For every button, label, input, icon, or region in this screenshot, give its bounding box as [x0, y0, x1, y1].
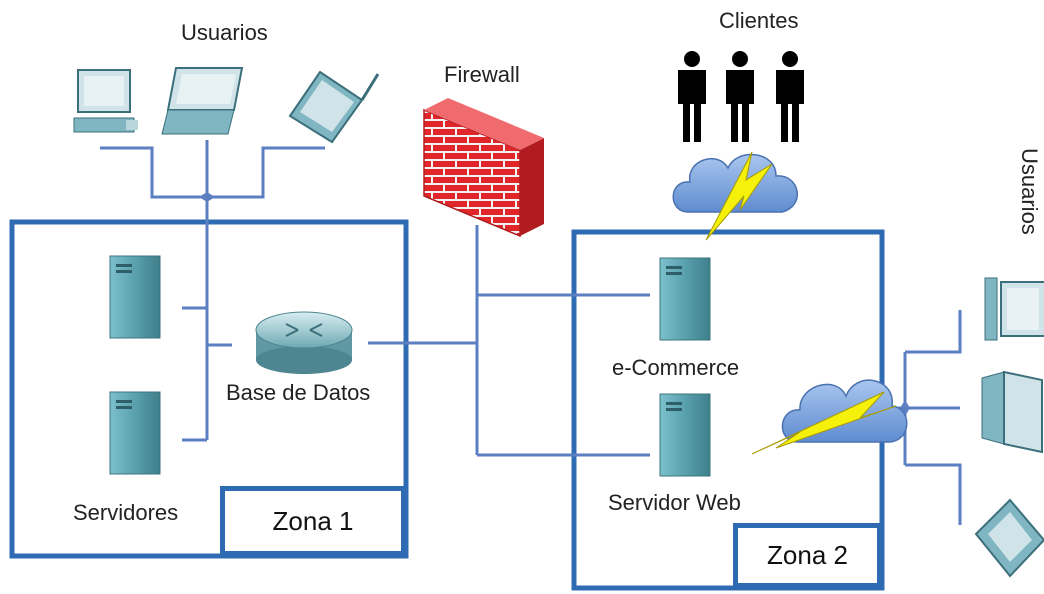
server-tower-icon [109, 255, 161, 339]
server-tower-icon [109, 391, 161, 475]
firewall-label: Firewall [444, 62, 520, 87]
server-tower-icon [659, 393, 711, 477]
brick-wall-icon [423, 98, 544, 238]
person-icon [776, 51, 804, 142]
base-de-datos-label: Base de Datos [226, 380, 371, 405]
desktop-computer-icon [73, 69, 138, 133]
laptop-icon [981, 370, 1043, 454]
ecommerce-label: e-Commerce [612, 355, 740, 380]
server-tower-icon [659, 257, 711, 341]
servidores-label: Servidores [73, 500, 179, 525]
usuarios-right-label: Usuarios [1017, 148, 1042, 235]
usuarios-top-label: Usuarios [181, 20, 268, 45]
zona2-tag: Zona 2 [733, 523, 882, 588]
servidor-web-label: Servidor Web [608, 490, 741, 515]
person-icon [678, 51, 706, 142]
desktop-computer-icon [984, 277, 1044, 341]
pda-icon [974, 498, 1044, 578]
pda-icon [288, 70, 380, 144]
cloud-lightning-icon [751, 379, 908, 455]
clientes-label: Clientes [719, 8, 799, 33]
junction-arrow [199, 192, 215, 202]
person-icon [726, 51, 754, 142]
laptop-icon [161, 67, 244, 135]
zona1-tag: Zona 1 [220, 486, 406, 556]
cloud-lightning-icon [672, 151, 798, 241]
zona1-box [9, 219, 409, 559]
router-icon [255, 311, 353, 374]
